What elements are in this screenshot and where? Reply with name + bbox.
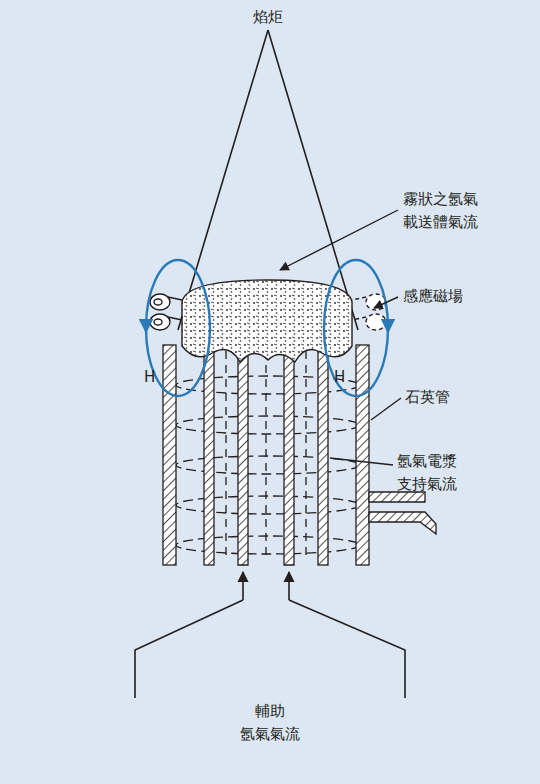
label: 霧狀之氬氣 載送體氣流 xyxy=(403,188,478,233)
induction-coil xyxy=(150,294,386,330)
flow-arrow xyxy=(305,330,306,555)
label: 焰炬 xyxy=(253,6,283,29)
flow-arrow xyxy=(265,330,266,555)
label: 氬氣電漿 支持氣流 xyxy=(397,450,457,495)
label: 感應磁場 xyxy=(403,285,463,308)
label: 輔助 氬氣氣流 xyxy=(240,700,300,745)
label: H xyxy=(334,366,345,389)
label: 石英管 xyxy=(405,386,450,409)
magnetic-field xyxy=(146,260,388,396)
feed-lines xyxy=(135,572,405,698)
leader-lines xyxy=(280,210,401,465)
flow-arrow xyxy=(225,330,226,555)
label: H xyxy=(144,366,155,389)
